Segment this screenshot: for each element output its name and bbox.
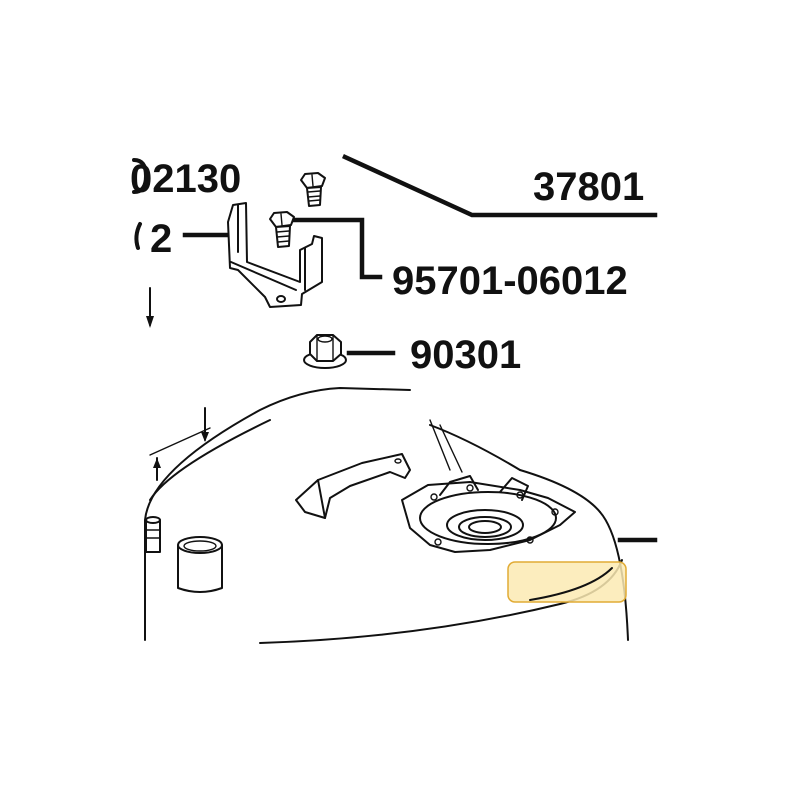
reference-line [149, 427, 211, 456]
part-label-90301: 90301 [410, 333, 521, 377]
part-label-02130: 02130 [130, 157, 241, 201]
cropped-glyph [132, 158, 148, 194]
fuel-pump-flange [401, 475, 576, 553]
fuel-tank [144, 387, 629, 644]
cropped-glyph [134, 222, 142, 250]
breather-fitting [145, 516, 161, 553]
arrow-up-icon [153, 457, 161, 481]
filler-neck [177, 536, 223, 593]
tank-edge-line [529, 567, 613, 601]
arrow-down-icon [146, 287, 154, 328]
bolt-icon [269, 211, 295, 248]
part-label-62: 2 [150, 217, 172, 261]
leader-line-37801 [342, 154, 658, 218]
part-label-95701-06012: 95701-06012 [392, 259, 628, 303]
bolt-icon [300, 172, 326, 207]
arrow-down-icon [201, 407, 209, 442]
nut-icon [303, 334, 347, 369]
part-label-37801: 37801 [533, 165, 644, 209]
highlight-box [507, 561, 627, 603]
leader-line-95701 [290, 217, 383, 280]
bracket-part [227, 202, 323, 308]
